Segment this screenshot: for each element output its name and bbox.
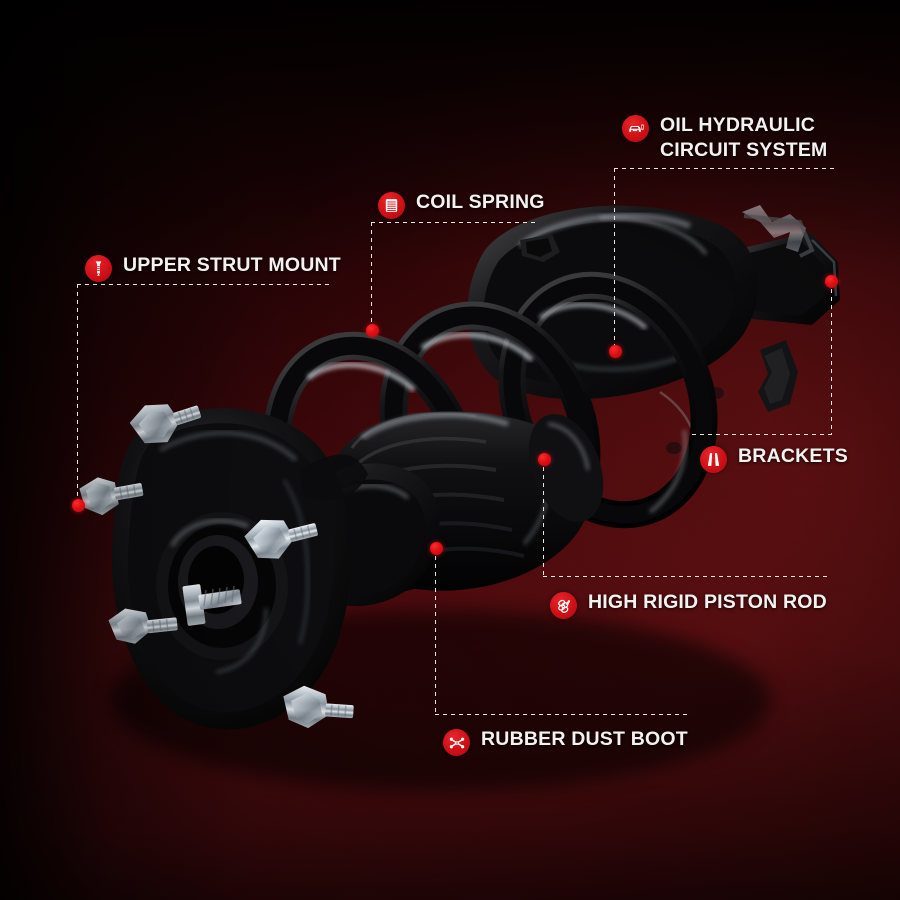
callout-label-brackets: BRACKETS: [738, 445, 848, 467]
callout-label-line1: OIL HYDRAULIC: [660, 114, 815, 136]
callout-oil-hydraulic-circuit-system[interactable]: OIL HYDRAULIC CIRCUIT SYSTEM: [622, 113, 827, 163]
car-fluid-icon: [622, 115, 649, 142]
callout-label-rubber-dust-boot: RUBBER DUST BOOT: [481, 728, 688, 750]
dust-boot-icon: [443, 729, 470, 756]
callout-upper-strut-mount[interactable]: UPPER STRUT MOUNT: [85, 253, 341, 282]
hotspot-dot-oil-hydraulic-circuit-system[interactable]: [608, 344, 622, 358]
callout-high-rigid-piston-rod[interactable]: HIGH RIGID PISTON ROD: [550, 590, 827, 619]
callout-coil-spring[interactable]: COIL SPRING: [378, 190, 545, 219]
screw-bolt-icon: [85, 255, 112, 282]
callout-label-oil-hydraulic-circuit-system: OIL HYDRAULIC CIRCUIT SYSTEM: [660, 113, 827, 163]
callout-label-upper-strut-mount: UPPER STRUT MOUNT: [123, 254, 341, 276]
callout-label-high-rigid-piston-rod: HIGH RIGID PISTON ROD: [588, 591, 827, 613]
callout-label-line2: CIRCUIT SYSTEM: [660, 139, 828, 161]
hotspot-dot-brackets[interactable]: [824, 274, 838, 288]
callout-rubber-dust-boot[interactable]: RUBBER DUST BOOT: [443, 727, 688, 756]
callout-label-coil-spring: COIL SPRING: [416, 191, 545, 213]
hotspot-dot-coil-spring[interactable]: [365, 323, 379, 337]
hotspot-dot-high-rigid-piston-rod[interactable]: [537, 452, 551, 466]
piston-rod-icon: [550, 592, 577, 619]
coil-spring-icon: [378, 192, 405, 219]
road-bracket-icon: [700, 446, 727, 473]
hotspot-dot-upper-strut-mount[interactable]: [71, 498, 85, 512]
callout-brackets[interactable]: BRACKETS: [700, 444, 848, 473]
hotspot-dot-rubber-dust-boot[interactable]: [429, 541, 443, 555]
